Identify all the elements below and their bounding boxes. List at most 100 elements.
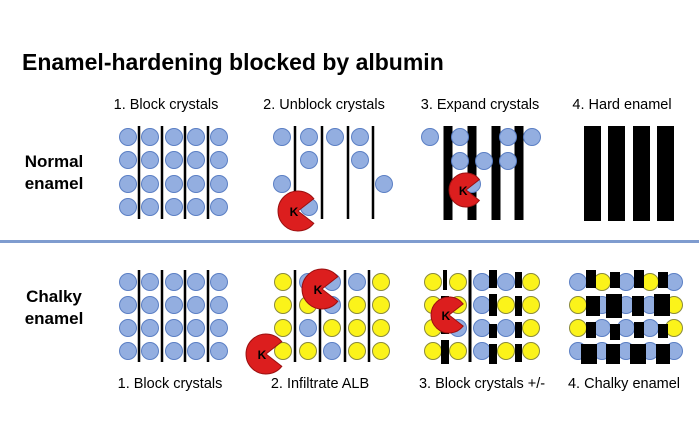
crystal-fragment xyxy=(441,340,449,364)
crystal-rod xyxy=(343,270,347,362)
protein-particle xyxy=(617,319,635,337)
protein-particle xyxy=(165,319,183,337)
protein-particle xyxy=(497,319,515,337)
step-label-normal-2: 2. Unblock crystals xyxy=(263,97,385,113)
protein-particle xyxy=(141,273,159,291)
crystal-rod xyxy=(160,270,164,362)
crystal-fragment xyxy=(606,294,622,318)
albumin-particle xyxy=(424,342,442,360)
protein-particle xyxy=(617,273,635,291)
protein-particle xyxy=(323,342,341,360)
albumin-particle xyxy=(424,273,442,291)
protein-particle xyxy=(187,198,205,216)
protein-particle xyxy=(187,319,205,337)
protein-particle xyxy=(165,273,183,291)
albumin-particle xyxy=(372,296,390,314)
row-label-normal: Normal enamel xyxy=(14,151,94,195)
protein-particle xyxy=(273,128,291,146)
protein-particle xyxy=(523,128,541,146)
crystal-rod xyxy=(467,126,477,220)
protein-particle xyxy=(375,175,393,193)
crystal-rod xyxy=(320,126,324,219)
crystal-fragment xyxy=(489,344,497,364)
protein-particle xyxy=(141,342,159,360)
crystal-rod xyxy=(443,270,447,290)
enzyme-label: K xyxy=(314,283,323,297)
crystal-fragment xyxy=(610,324,620,340)
protein-particle xyxy=(210,342,228,360)
protein-particle xyxy=(451,128,469,146)
hard-crystal xyxy=(608,126,625,221)
protein-particle xyxy=(187,342,205,360)
step-label-chalky-3: 3. Block crystals +/- xyxy=(418,376,546,392)
crystal-fragment xyxy=(581,344,597,364)
protein-particle xyxy=(451,152,469,170)
crystal-fragment xyxy=(606,344,620,364)
albumin-particle xyxy=(372,342,390,360)
protein-particle xyxy=(300,151,318,169)
crystal-rod xyxy=(367,270,371,362)
albumin-particle xyxy=(569,319,587,337)
row-label-normal-line1: Normal xyxy=(24,152,84,171)
protein-particle xyxy=(141,151,159,169)
step-label-normal-3: 3. Expand crystals xyxy=(420,97,540,113)
crystal-fragment xyxy=(515,296,522,316)
albumin-particle xyxy=(665,319,683,337)
protein-particle xyxy=(473,273,491,291)
protein-particle xyxy=(187,273,205,291)
enzyme-label: K xyxy=(258,348,267,362)
protein-particle xyxy=(165,175,183,193)
protein-particle xyxy=(141,296,159,314)
protein-particle xyxy=(473,319,491,337)
protein-particle xyxy=(326,128,344,146)
section-divider xyxy=(0,240,699,243)
protein-particle xyxy=(141,198,159,216)
crystal-fragment xyxy=(658,272,668,288)
enzyme-label: K xyxy=(459,184,468,198)
crystal-fragment xyxy=(654,294,670,316)
protein-particle xyxy=(165,342,183,360)
crystal-rod xyxy=(137,126,141,219)
protein-particle xyxy=(165,128,183,146)
albumin-particle xyxy=(497,296,515,314)
albumin-particle xyxy=(348,319,366,337)
enzyme-marker xyxy=(245,333,283,375)
crystal-rod xyxy=(183,126,187,219)
protein-particle xyxy=(141,319,159,337)
albumin-particle xyxy=(641,273,659,291)
protein-particle xyxy=(300,128,318,146)
albumin-particle xyxy=(372,273,390,291)
enzyme-marker xyxy=(430,296,464,334)
protein-particle xyxy=(141,175,159,193)
albumin-particle xyxy=(522,296,540,314)
protein-particle xyxy=(210,151,228,169)
crystal-rod xyxy=(346,126,350,219)
hard-crystal xyxy=(584,126,601,221)
albumin-particle xyxy=(569,296,587,314)
enzyme-marker xyxy=(301,268,339,310)
crystal-fragment xyxy=(515,344,522,362)
crystal-rod xyxy=(137,270,141,362)
crystal-rod xyxy=(293,270,297,362)
protein-particle xyxy=(119,319,137,337)
protein-particle xyxy=(210,175,228,193)
crystal-rod xyxy=(206,270,210,362)
protein-particle xyxy=(187,128,205,146)
protein-particle xyxy=(119,151,137,169)
crystal-fragment xyxy=(634,270,644,288)
crystal-rod xyxy=(318,270,322,362)
protein-particle xyxy=(665,273,683,291)
crystal-fragment xyxy=(632,296,644,316)
protein-particle xyxy=(497,273,515,291)
protein-particle xyxy=(273,175,291,193)
albumin-particle xyxy=(449,273,467,291)
protein-particle xyxy=(187,175,205,193)
crystal-rod xyxy=(443,126,453,220)
protein-particle xyxy=(210,319,228,337)
protein-particle xyxy=(421,128,439,146)
albumin-particle xyxy=(449,342,467,360)
albumin-particle xyxy=(274,273,292,291)
crystal-fragment xyxy=(489,294,497,316)
albumin-particle xyxy=(348,296,366,314)
protein-particle xyxy=(119,296,137,314)
